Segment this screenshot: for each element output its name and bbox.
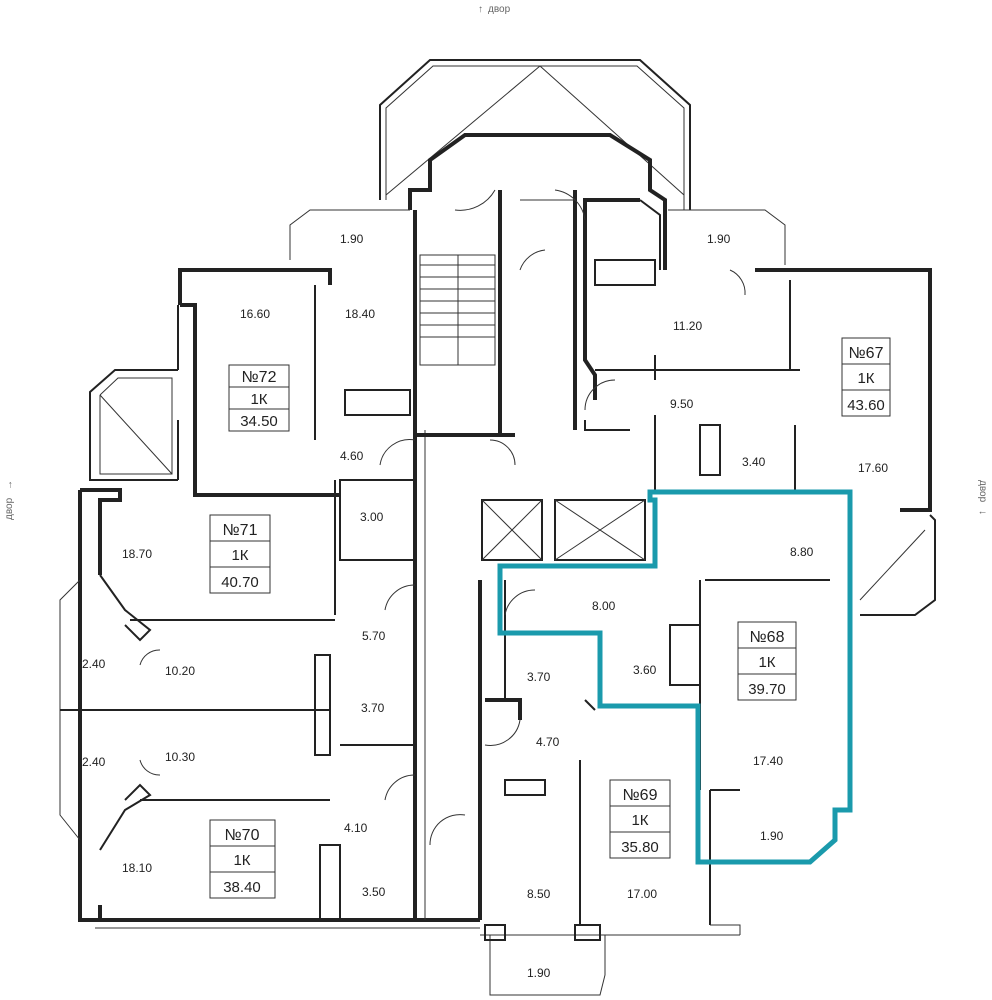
doors	[139, 189, 746, 846]
direction-right-label: двор	[977, 480, 988, 503]
elevators	[481, 499, 646, 561]
svg-text:→: →	[4, 480, 15, 490]
room-area: 4.70	[536, 735, 560, 749]
apartment-tag-67[interactable]: №67 1К 43.60	[841, 337, 891, 417]
svg-text:↑: ↑	[478, 4, 483, 15]
apartment-type: 1К	[233, 852, 250, 869]
room-area: 11.20	[673, 319, 702, 333]
room-area: 3.70	[361, 701, 385, 715]
room-area: 8.50	[527, 887, 551, 901]
room-area: 10.20	[165, 664, 195, 678]
room-area: 17.40	[753, 754, 783, 768]
room-area: 4.60	[340, 449, 364, 463]
apartment-tag-71[interactable]: №71 1К 40.70	[209, 514, 271, 594]
staircase	[419, 254, 496, 366]
room-area: 18.40	[345, 307, 375, 321]
apartment-tag-72[interactable]: №72 1К 34.50	[228, 364, 290, 432]
apartment-tag-69[interactable]: №69 1К 35.80	[609, 779, 671, 859]
apartment-area: 43.60	[847, 397, 885, 414]
highlighted-apartment-outline[interactable]	[497, 489, 853, 865]
room-area: 8.00	[592, 599, 616, 613]
apartment-number: №72	[242, 369, 277, 386]
apartment-number: №70	[225, 827, 260, 844]
room-area: 18.70	[122, 547, 152, 561]
apartment-number: №68	[750, 629, 785, 646]
room-area: 2.40	[82, 755, 106, 769]
apartment-tag-70[interactable]: №70 1К 38.40	[209, 819, 276, 899]
room-area: 18.10	[122, 861, 152, 875]
direction-top-label: двор	[488, 4, 511, 15]
apartment-number: №71	[223, 522, 258, 539]
apartment-area: 40.70	[221, 574, 259, 591]
room-area: 10.30	[165, 750, 195, 764]
direction-right: двор ↓	[977, 480, 988, 515]
room-area: 1.90	[760, 829, 784, 843]
room-area: 16.60	[240, 307, 270, 321]
apartment-area: 35.80	[621, 839, 659, 856]
room-area: 1.90	[527, 966, 551, 980]
apartment-type: 1К	[231, 547, 248, 564]
apartment-type: 1К	[758, 654, 775, 671]
apartment-area: 39.70	[748, 681, 786, 698]
apartment-number: №67	[849, 345, 884, 362]
room-area: 1.90	[340, 232, 364, 246]
room-area: 17.00	[627, 887, 657, 901]
direction-top: ↑ двор	[478, 4, 511, 15]
apartment-area: 38.40	[223, 879, 261, 896]
room-area: 5.70	[362, 629, 386, 643]
svg-text:↓: ↓	[977, 510, 988, 515]
apartment-tag-68[interactable]: №68 1К 39.70	[737, 621, 797, 701]
room-area: 3.50	[362, 885, 386, 899]
room-area: 4.10	[344, 821, 368, 835]
direction-left: двор →	[4, 480, 15, 520]
room-area: 8.80	[790, 545, 814, 559]
apartment-area: 34.50	[240, 413, 278, 430]
apartment-number: №69	[623, 787, 658, 804]
room-area: 3.00	[360, 510, 384, 524]
room-area: 3.40	[742, 455, 766, 469]
room-area: 2.40	[82, 657, 106, 671]
apartment-type: 1К	[631, 812, 648, 829]
apartment-type: 1К	[857, 370, 874, 387]
room-area: 1.90	[707, 232, 731, 246]
room-area: 3.60	[633, 663, 657, 677]
apartment-type: 1К	[250, 391, 267, 408]
room-area: 3.70	[527, 670, 551, 684]
room-areas: 1.90 1.90 16.60 18.40 11.20 9.50 3.40 17…	[82, 232, 888, 980]
room-area: 17.60	[858, 461, 888, 475]
direction-left-label: двор	[4, 497, 15, 520]
room-area: 9.50	[670, 397, 694, 411]
walls	[59, 59, 936, 996]
